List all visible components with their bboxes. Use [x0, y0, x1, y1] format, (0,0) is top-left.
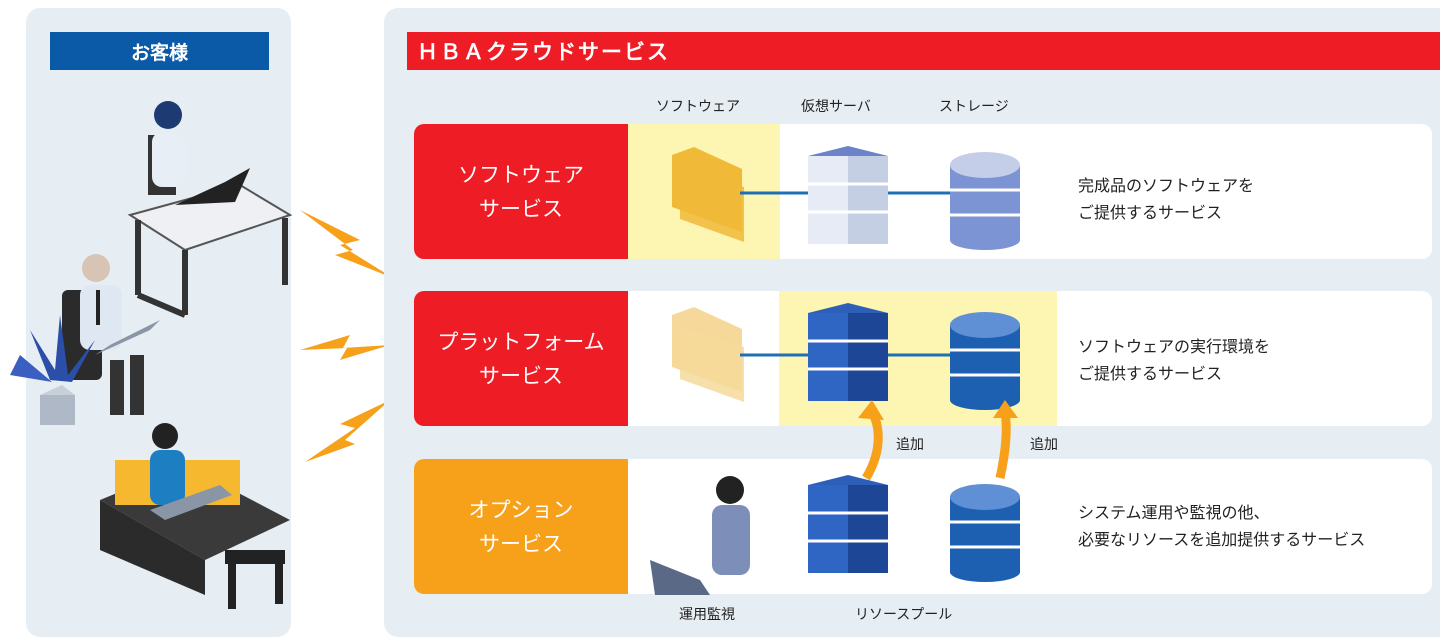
- plant-figure: [10, 315, 95, 425]
- add-label: 追加: [896, 437, 924, 453]
- desc-line: ご提供するサービス: [1078, 364, 1223, 383]
- people-illustration: [10, 101, 293, 609]
- label-line: サービス: [479, 363, 563, 388]
- desc-line: ソフトウェアの実行環境を: [1078, 337, 1271, 356]
- label-line: サービス: [479, 531, 563, 556]
- database-icon: [950, 484, 1020, 582]
- cloud-title: ＨＢＡクラウドサービス: [407, 32, 1440, 70]
- add-arrow-icon: [995, 411, 1011, 479]
- lightning-bolts: [300, 210, 393, 462]
- server-icon: [806, 473, 890, 575]
- platform-service-description: ソフトウェアの実行環境を ご提供するサービス: [1078, 333, 1270, 387]
- operator-figure: [650, 476, 750, 595]
- software-service-description: 完成品のソフトウェアを ご提供するサービス: [1078, 172, 1254, 226]
- operation-monitoring-label: 運用監視: [679, 607, 735, 623]
- column-header-software: ソフトウェア: [656, 99, 740, 115]
- option-service-description: システム運用や監視の他、 必要なリソースを追加提供するサービス: [1078, 499, 1365, 553]
- label-line: オプション: [468, 497, 574, 522]
- add-arrow-icon: [862, 409, 883, 481]
- woman-at-desk-figure: [127, 101, 293, 318]
- column-header-storage: ストレージ: [939, 99, 1009, 115]
- woman-on-sofa-figure: [100, 423, 290, 609]
- desc-line: 必要なリソースを追加提供するサービス: [1078, 530, 1366, 549]
- label-line: サービス: [479, 196, 563, 221]
- man-in-chair-figure: [62, 254, 160, 415]
- server-icon: [806, 144, 890, 246]
- resource-pool-label: リソースプール: [855, 607, 953, 623]
- server-icon: [806, 301, 890, 403]
- lightning-icon: [305, 400, 390, 462]
- label-line: ソフトウェア: [458, 162, 584, 187]
- folder-icon: [672, 307, 744, 402]
- customer-title: お客様: [50, 32, 269, 70]
- software-service-label: ソフトウェア サービス: [414, 124, 628, 259]
- platform-service-label: プラットフォーム サービス: [414, 291, 628, 426]
- database-icon: [950, 312, 1020, 410]
- database-icon: [950, 152, 1020, 250]
- desc-line: 完成品のソフトウェアを: [1078, 176, 1255, 195]
- folder-icon: [672, 147, 744, 242]
- desc-line: ご提供するサービス: [1078, 203, 1223, 222]
- add-label: 追加: [1030, 437, 1058, 453]
- column-header-virtual-server: 仮想サーバ: [801, 99, 871, 115]
- lightning-icon: [300, 335, 390, 360]
- label-line: プラットフォーム: [437, 329, 605, 354]
- desc-line: システム運用や監視の他、: [1078, 503, 1270, 522]
- lightning-icon: [300, 210, 393, 278]
- option-service-row: オプション サービス システム運用や監視の他、 必要なリソースを追加提供するサー…: [414, 459, 1432, 594]
- option-service-label: オプション サービス: [414, 459, 628, 594]
